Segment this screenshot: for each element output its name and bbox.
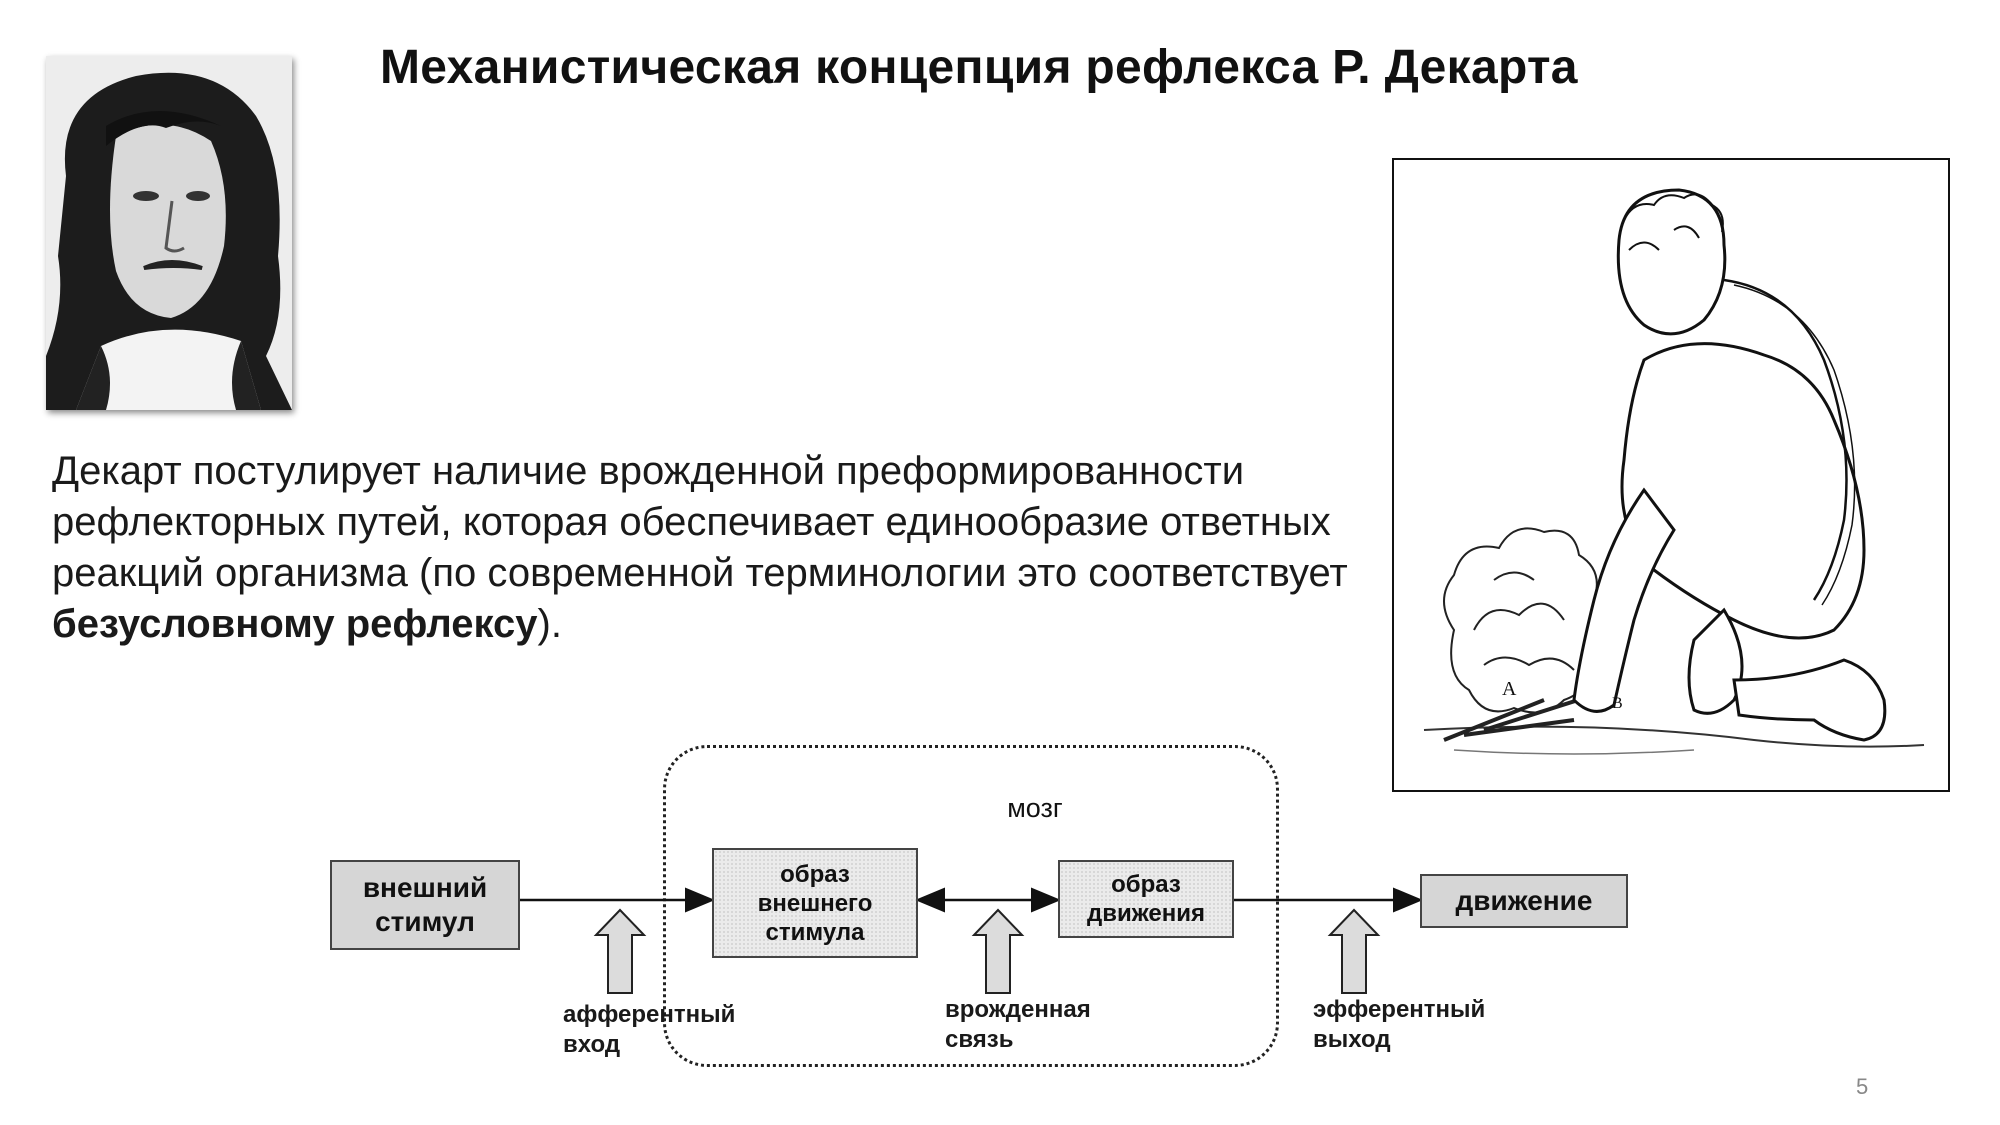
efferent-line-1: эфферентный	[1313, 996, 1486, 1023]
image-stimulus-line-2: внешнего	[757, 889, 873, 917]
efferent-output-caption: эфферентный выход	[1313, 995, 1485, 1055]
motion-box: движение	[1420, 874, 1628, 928]
image-stimulus-line-1: образ	[780, 860, 850, 888]
descartes-portrait	[46, 56, 292, 410]
stimulus-line-2: стимул	[375, 906, 475, 937]
efferent-output-up-arrow	[1327, 908, 1381, 994]
brain-frame	[663, 745, 1279, 1067]
innate-link-caption: врожденная связь	[945, 995, 1091, 1055]
page-number: 5	[1856, 1074, 1869, 1099]
body-text-part-1: Декарт постулирует наличие врожденной пр…	[52, 449, 1348, 595]
efferent-line-2: выход	[1313, 1026, 1391, 1053]
image-stimulus-line-3: стимула	[765, 918, 865, 946]
innate-line-1: врожденная	[945, 996, 1091, 1023]
brain-label: мозг	[1007, 793, 1063, 823]
innate-link-up-arrow	[971, 908, 1025, 994]
body-text-bold: безусловному рефлексу	[52, 602, 538, 646]
image-motion-line-2: движения	[1086, 900, 1206, 927]
afferent-input-caption: афферентный вход	[563, 1000, 735, 1060]
body-text-part-2: ).	[537, 602, 562, 646]
body-paragraph: Декарт постулирует наличие врожденной пр…	[52, 446, 1372, 650]
stimulus-line-1: внешний	[362, 872, 488, 903]
reflex-illustration: A B	[1392, 158, 1950, 792]
afferent-line-1: афферентный	[563, 1001, 736, 1028]
label-a: A	[1502, 678, 1517, 700]
afferent-line-2: вход	[563, 1031, 621, 1058]
afferent-input-up-arrow	[593, 908, 647, 994]
image-motion-line-1: образ	[1111, 871, 1181, 898]
slide-title: Механистическая концепция рефлекса Р. Де…	[380, 41, 1578, 94]
innate-line-2: связь	[945, 1026, 1014, 1053]
label-b: B	[1612, 695, 1623, 712]
